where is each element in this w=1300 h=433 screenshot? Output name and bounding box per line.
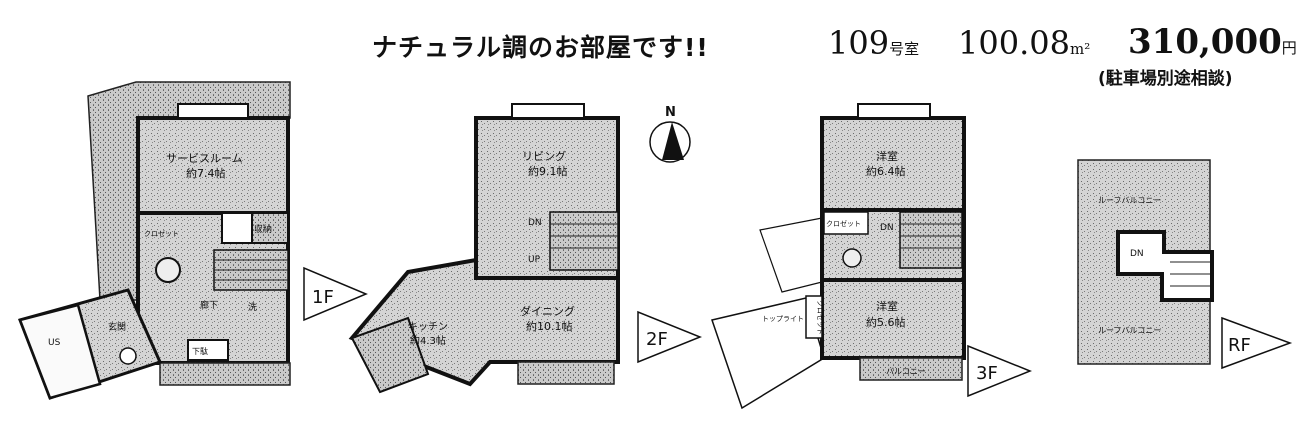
kitchen-size-2f: 約4.3帖 bbox=[410, 334, 446, 347]
living-size-2f: 約9.1帖 bbox=[528, 164, 568, 178]
room-a-label-3f: 洋室 bbox=[876, 149, 898, 163]
floor-area: 100.08m² bbox=[958, 24, 1090, 62]
up-label-2f: UP bbox=[528, 255, 541, 265]
floor-arrow-1f bbox=[303, 266, 368, 322]
balcony-2f bbox=[517, 361, 615, 385]
stair-house-rf bbox=[1116, 230, 1214, 302]
stair-3f bbox=[899, 211, 963, 269]
toilet-1f bbox=[155, 257, 181, 283]
closet-v-3f bbox=[805, 295, 823, 339]
rent-unit: 円 bbox=[1281, 39, 1297, 57]
shoe-box-1f bbox=[187, 339, 229, 361]
storage-1f bbox=[221, 212, 253, 244]
window-1f bbox=[177, 103, 249, 119]
floor-2f: リビング 約9.1帖 DN UP ダイニング 約10.1帖 キッチン 約4.3帖… bbox=[348, 103, 703, 394]
room-a-size-3f: 約6.4帖 bbox=[866, 164, 906, 178]
kitchen-label-2f: キッチン bbox=[408, 321, 448, 333]
storage-label-1f: 収納 bbox=[254, 223, 272, 235]
window-3f bbox=[857, 103, 931, 119]
closet-v-label-3f: クロゼット bbox=[816, 300, 825, 335]
parking-note: (駐車場別途相談) bbox=[1098, 69, 1233, 89]
balcony-3f bbox=[859, 357, 963, 381]
dn-label-rf: DN bbox=[1130, 249, 1144, 259]
porch-1f bbox=[159, 362, 291, 386]
room-number: 109号室 bbox=[828, 24, 919, 62]
toplight-label-3f: トップライト bbox=[762, 315, 804, 323]
dining-label-2f: ダイニング bbox=[520, 304, 575, 318]
service-room-label: サービスルーム bbox=[166, 152, 243, 165]
floor-1f: サービスルーム 約7.4帖 クロゼット 収納 廊下 玄関 下駄 洗 US 1F bbox=[18, 81, 368, 400]
room-b-size-3f: 約5.6帖 bbox=[866, 315, 906, 329]
dn-label-3f: DN bbox=[880, 223, 894, 233]
rent-value: 310,000 bbox=[1128, 22, 1282, 62]
floor-label-1f: 1F bbox=[312, 287, 334, 308]
floor-label-2f: 2F bbox=[646, 329, 668, 350]
entrance-label-1f: 玄関 bbox=[108, 321, 126, 333]
dn-label-2f: DN bbox=[528, 218, 542, 228]
headline: ナチュラル調のお部屋です!! bbox=[372, 33, 709, 62]
sink-1f bbox=[119, 347, 137, 365]
service-room bbox=[136, 116, 290, 215]
closet-block-3f bbox=[823, 211, 869, 235]
roof-label-bottom-rf: ルーフバルコニー bbox=[1098, 326, 1161, 335]
us-label-1f: US bbox=[48, 338, 61, 348]
floor-area-unit: m² bbox=[1069, 40, 1091, 58]
room-number-suffix: 号室 bbox=[889, 40, 920, 58]
floor-arrow-2f bbox=[637, 310, 703, 364]
dining-size-2f: 約10.1帖 bbox=[526, 319, 573, 333]
stair-2f bbox=[549, 211, 619, 271]
balcony-label-3f: バルコニー bbox=[886, 367, 926, 376]
floor-3f: 洋室 約6.4帖 クロゼット DN 洋室 約5.6帖 トップライト クロゼット … bbox=[711, 103, 1033, 410]
hall-label-1f: 廊下 bbox=[200, 299, 218, 311]
room-number-value: 109 bbox=[828, 24, 890, 62]
roof-label-top-rf: ルーフバルコニー bbox=[1098, 196, 1161, 205]
toilet-3f bbox=[842, 248, 862, 268]
closet-block-1f bbox=[251, 212, 289, 244]
room-a-3f bbox=[820, 116, 966, 212]
kitchen-counter-2f bbox=[350, 316, 430, 394]
floor-arrow-3f bbox=[967, 344, 1033, 398]
rent: 310,000円 bbox=[1128, 22, 1297, 62]
floor-arrow-rf bbox=[1221, 316, 1293, 370]
room-b-3f bbox=[820, 278, 966, 360]
floor-label-rf: RF bbox=[1228, 335, 1251, 356]
service-room-size: 約7.4帖 bbox=[186, 166, 226, 180]
window-2f bbox=[511, 103, 585, 119]
floor-label-3f: 3F bbox=[976, 363, 998, 384]
compass-needle-icon bbox=[662, 122, 684, 160]
bath-1f bbox=[18, 303, 102, 400]
wash-label-1f: 洗 bbox=[248, 301, 257, 313]
closet-label-1f: クロゼット bbox=[144, 229, 179, 238]
closet-label-3f: クロゼット bbox=[826, 219, 861, 228]
shoe-label-1f: 下駄 bbox=[192, 346, 208, 356]
roof-edge-3f bbox=[759, 217, 823, 293]
floor-rf: ルーフバルコニー ルーフバルコニー DN RF bbox=[1077, 159, 1293, 370]
room-b-label-3f: 洋室 bbox=[876, 299, 898, 313]
north-label: N bbox=[665, 105, 676, 120]
living-label-2f: リビング bbox=[522, 149, 566, 163]
floor-area-value: 100.08 bbox=[958, 24, 1070, 62]
